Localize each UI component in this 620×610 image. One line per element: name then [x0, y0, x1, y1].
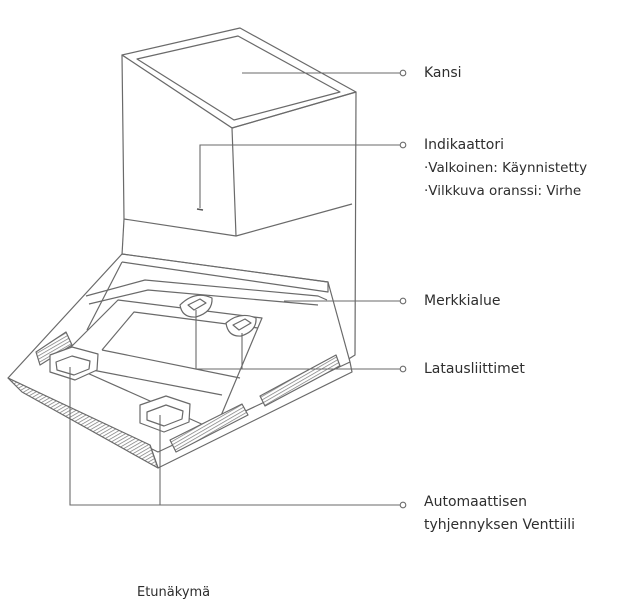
charging-contact-1 — [179, 294, 213, 318]
charging-contact-2 — [225, 314, 257, 337]
leader-latausliittimet — [195, 310, 400, 370]
leader-venttiili — [69, 367, 400, 506]
label-kansi: Kansi — [424, 65, 462, 81]
leader-merkkialue-end — [399, 297, 407, 305]
leader-kansi-end — [399, 69, 407, 77]
leader-venttiili-end — [399, 501, 407, 509]
label-indikaattori-vilkkuva: ·Vilkkuva oranssi: Virhe — [424, 183, 582, 199]
leader-indikaattori-end — [399, 141, 407, 149]
leader-lines — [69, 69, 407, 509]
label-venttiili-line2: tyhjennyksen Venttiili — [424, 517, 576, 533]
leader-latausliittimet-end — [399, 365, 407, 373]
label-latausliittimet: Latausliittimet — [424, 361, 525, 377]
label-venttiili-line1: Automaattisen — [424, 494, 527, 510]
valve-right — [139, 395, 191, 433]
indicator-light — [196, 208, 204, 211]
caption-front-view: Etunäkymä — [137, 585, 211, 600]
label-merkkialue: Merkkialue — [424, 293, 501, 309]
label-indikaattori-valkoinen: ·Valkoinen: Käynnistetty — [424, 160, 588, 176]
dock-body — [7, 27, 357, 469]
label-indikaattori: Indikaattori — [424, 137, 504, 153]
leader-indikaattori — [199, 144, 400, 208]
